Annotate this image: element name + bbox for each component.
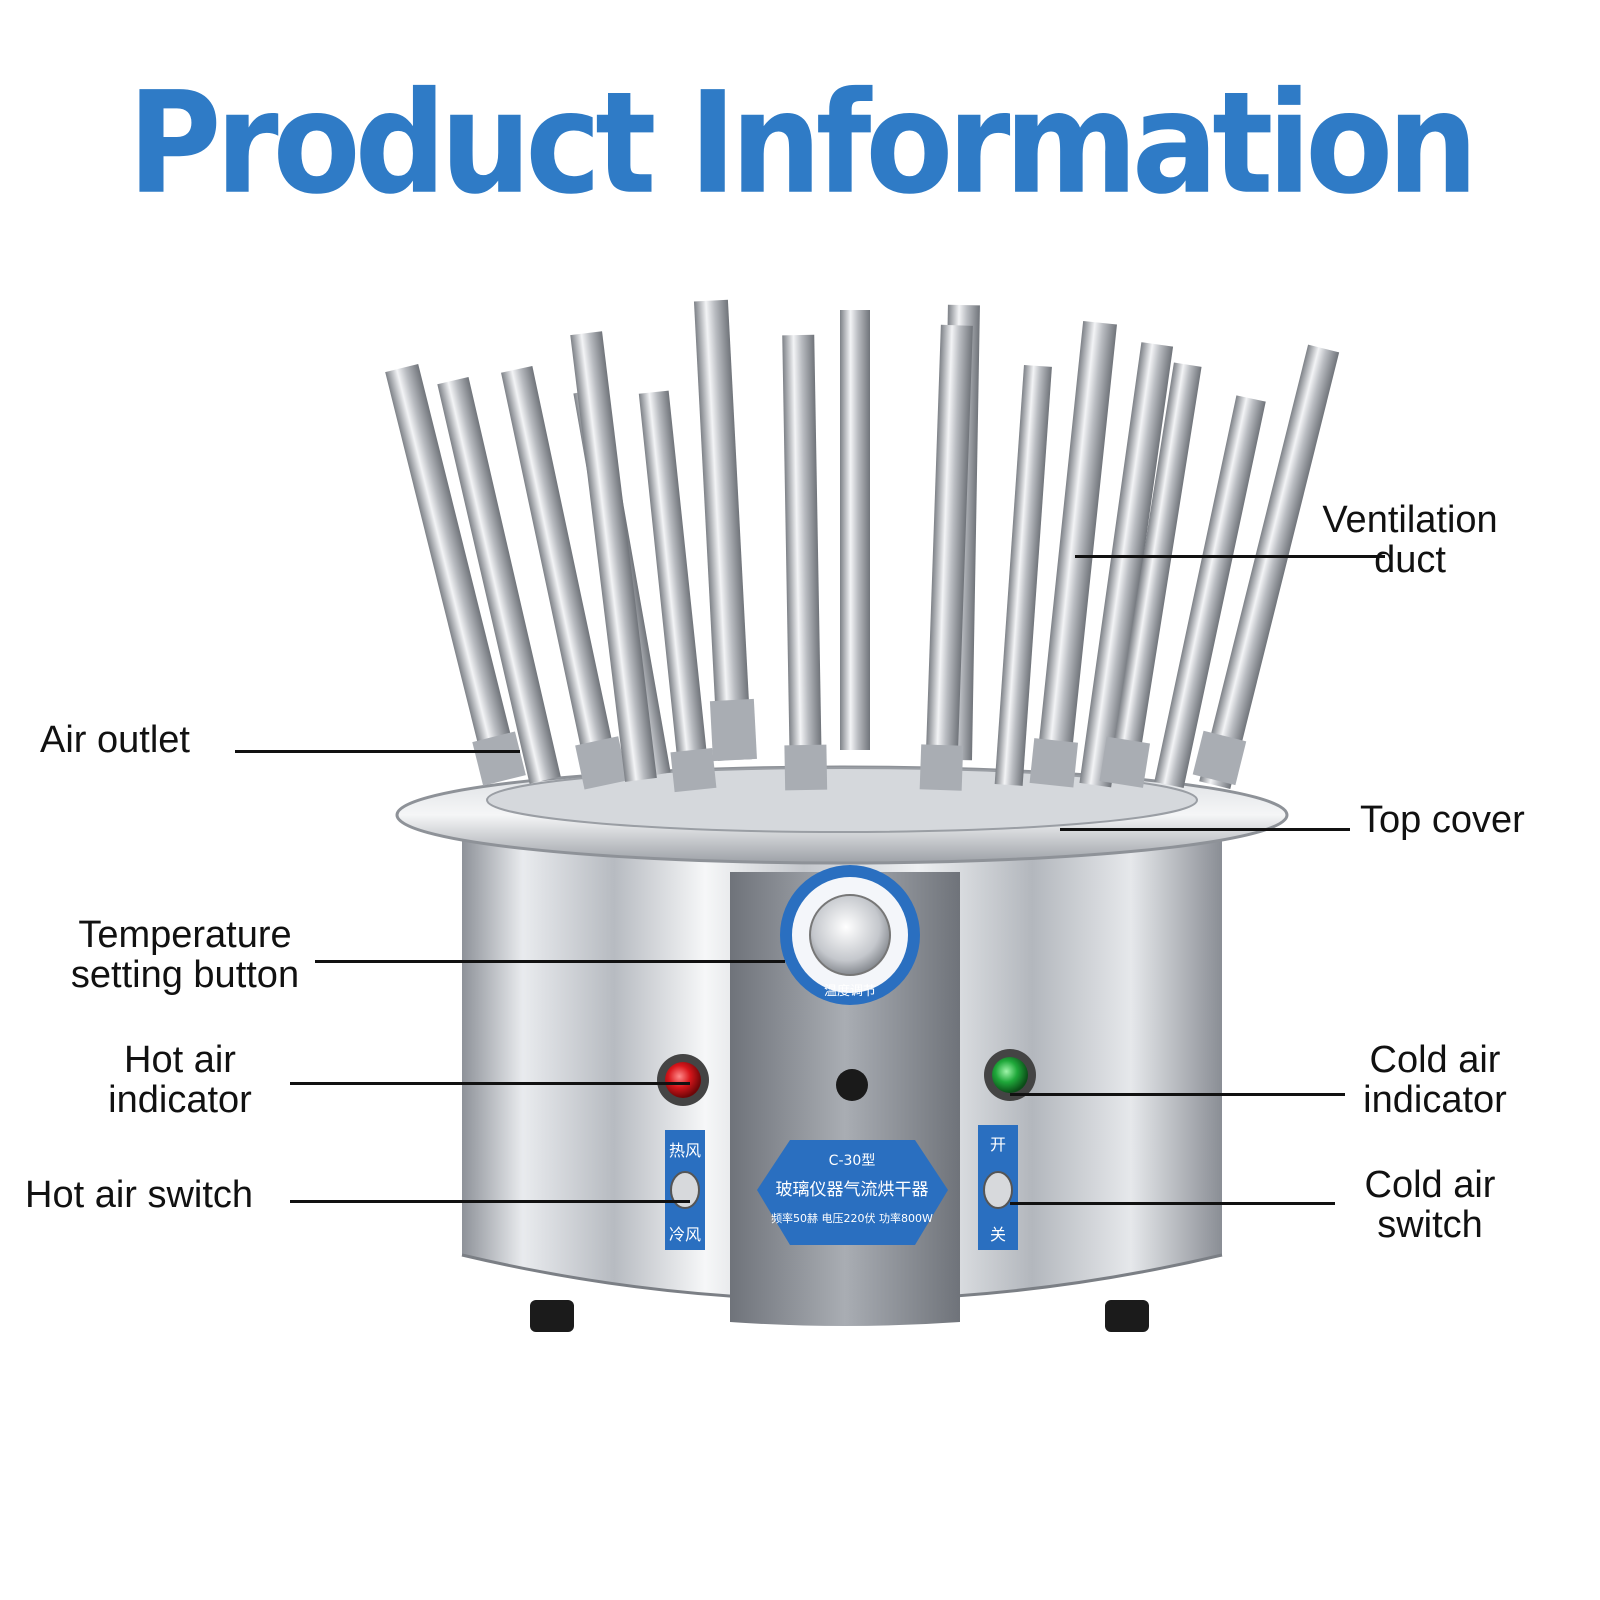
- hot-switch-bottom-label: 冷风: [669, 1225, 701, 1244]
- leader-air-outlet: [235, 750, 520, 753]
- dial-label: 温度调节: [824, 983, 876, 999]
- callout-hot-air-indicator: Hot air indicator: [108, 1039, 252, 1121]
- leader-hot-air-indicator: [290, 1082, 690, 1085]
- leader-cold-air-indicator: [1010, 1093, 1345, 1096]
- hot-switch-top-label: 热风: [669, 1141, 701, 1160]
- leader-hot-air-switch: [290, 1200, 690, 1203]
- nameplate: [757, 1140, 948, 1245]
- model-label: C-30型: [829, 1153, 876, 1169]
- foot-right: [1105, 1300, 1149, 1332]
- leader-cold-air-switch: [1010, 1202, 1335, 1205]
- power-knob: [836, 1069, 868, 1101]
- page-title: Product Information: [127, 62, 1479, 226]
- product-name-label: 玻璃仪器气流烘干器: [776, 1180, 929, 1200]
- ventilation-ducts: [385, 299, 1340, 793]
- temperature-knob: [809, 894, 891, 976]
- hot-air-toggle: [670, 1171, 700, 1209]
- callout-cold-air-switch: Cold air switch: [1364, 1164, 1496, 1246]
- callout-top-cover: Top cover: [1360, 799, 1525, 841]
- leader-top-cover: [1060, 828, 1350, 831]
- spec-label: 频率50赫 电压220伏 功率800W: [771, 1211, 933, 1225]
- callout-cold-air-indicator: Cold air indicator: [1363, 1039, 1507, 1121]
- cold-switch-bottom-label: 关: [990, 1225, 1006, 1244]
- callout-ventilation-duct: Ventilation duct: [1322, 499, 1498, 581]
- callout-air-outlet: Air outlet: [40, 719, 190, 761]
- cold-air-toggle: [983, 1171, 1013, 1209]
- leader-ventilation-duct: [1075, 555, 1385, 558]
- callout-hot-air-switch: Hot air switch: [25, 1174, 254, 1216]
- cold-switch-top-label: 开: [990, 1135, 1006, 1154]
- callout-temperature-setting-button: Temperature setting button: [70, 914, 300, 996]
- leader-temperature-setting-button: [315, 960, 785, 963]
- foot-left: [530, 1300, 574, 1332]
